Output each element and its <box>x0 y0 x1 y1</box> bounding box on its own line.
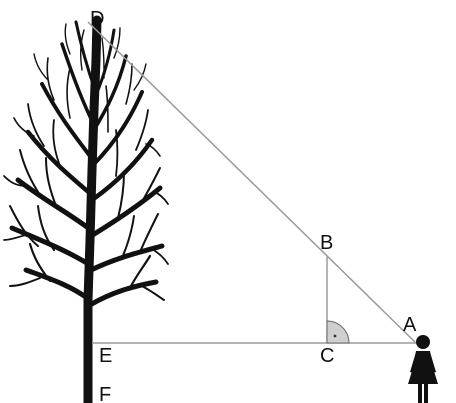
point-label-d: D <box>90 8 104 30</box>
construction-lines <box>87 21 417 344</box>
point-label-f: F <box>99 384 111 403</box>
line-DA <box>87 21 417 344</box>
point-label-e: E <box>99 345 112 367</box>
point-label-a: A <box>403 314 417 336</box>
right-angle-icon <box>326 320 350 344</box>
tree-icon <box>3 15 169 403</box>
person-icon <box>408 335 438 403</box>
point-label-b: B <box>320 232 333 254</box>
point-label-c: C <box>320 345 334 367</box>
